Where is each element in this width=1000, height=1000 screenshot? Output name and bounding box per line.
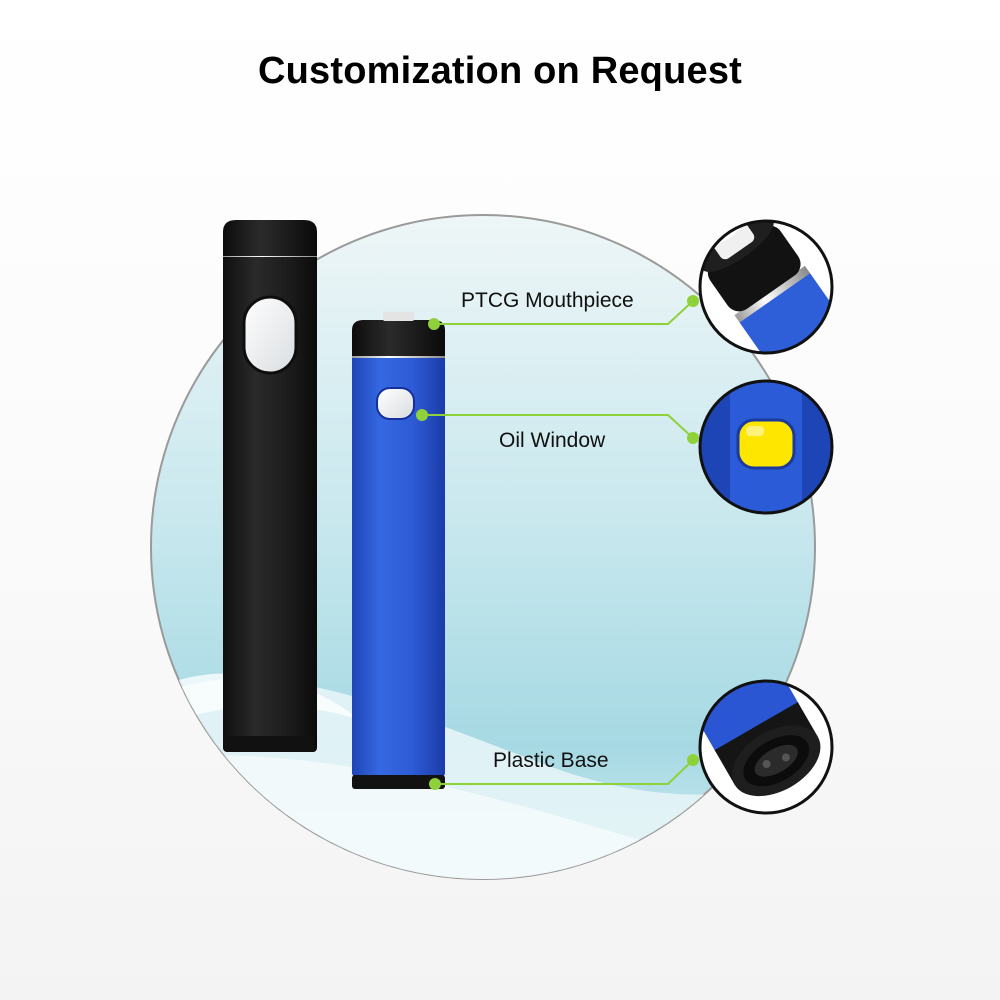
leader-dot-base — [429, 778, 441, 790]
mouthpiece-label: PTCG Mouthpiece — [461, 289, 634, 312]
zoom-mouthpiece — [698, 219, 834, 355]
leader-dot-window — [416, 409, 428, 421]
zoom-oil-window — [698, 379, 834, 515]
page-title: Customization on Request — [257, 50, 743, 92]
zoom-plastic-base — [698, 679, 834, 815]
leader-lines — [422, 300, 694, 785]
leader-dots — [416, 295, 699, 790]
black-pen — [223, 220, 317, 752]
plastic-base-label: Plastic Base — [493, 749, 609, 772]
leader-dot-mouthpiece — [428, 318, 440, 330]
blue-pen — [352, 312, 445, 789]
oil-window-label: Oil Window — [499, 429, 606, 452]
